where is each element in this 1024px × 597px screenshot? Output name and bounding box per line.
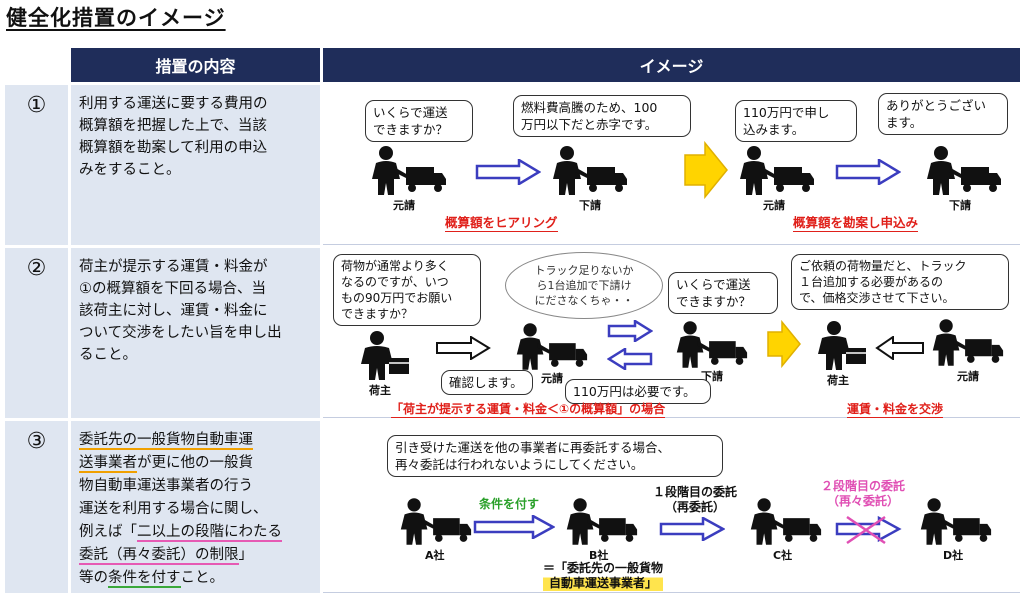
shipper-figure-icon (810, 320, 874, 370)
speech-bubble: ありがとうござい ます。 (878, 93, 1008, 135)
thought-bubble: トラック足りないか ら1台追加で下請け にださなくちゃ・・ (505, 252, 663, 319)
highlight-text: 委託（再々委託）の制限 (79, 547, 239, 565)
speech-bubble: 燃料費高騰のため、100 万円以下だと赤字です。 (513, 95, 691, 137)
text-span: 」 (238, 547, 254, 563)
arrow-right-yellow-icon (684, 141, 728, 199)
text-line: 概算額を把握した上で、当該 (79, 118, 267, 134)
arrow-left-icon (607, 348, 653, 370)
caption-black: １段階目の委託 （再委託） (653, 485, 738, 514)
trucker-figure-icon (917, 497, 993, 545)
arrow-right-icon (607, 320, 653, 342)
text-span: 等の (79, 570, 108, 586)
shipper-figure-icon (353, 330, 417, 380)
arrow-right-icon (835, 159, 901, 185)
highlight-text: 二以上の段階にわたる (137, 524, 282, 542)
row-number: ③ (5, 421, 68, 593)
row-image: 引き受けた運送を他の事業者に再委託する場合、 再々委託は行われないようにしてくだ… (323, 421, 1020, 593)
trucker-figure-icon (747, 497, 823, 545)
trucker-figure-icon (397, 497, 473, 545)
text-line: 該荷主に対し、運賃・料金に (79, 303, 268, 319)
trucker-figure-icon (923, 145, 1003, 195)
actor-label: 下請 (949, 199, 971, 212)
trucker-figure-icon (929, 318, 1005, 366)
note-text: ＝「委託先の一般貨物 自動車運送事業者」 (543, 561, 664, 591)
row-text: 利用する運送に要する費用の 概算額を把握した上で、当該 概算額を勘案して利用の申… (71, 85, 320, 245)
caption-green: 条件を付す (479, 497, 540, 511)
text-span: が更に他の一般貨 (137, 455, 253, 471)
highlight-text: 条件を付す (108, 570, 181, 588)
crossed-arrow-icon (835, 515, 902, 545)
speech-bubble: ご依頼の荷物量だと、トラック １台追加する必要があるの で、価格交渉させて下さい… (791, 254, 1009, 310)
caption-red: 概算額を勘案し申込み (793, 215, 919, 232)
text-line: みをすること。 (79, 162, 181, 178)
text-line: ①の概算額を下回る場合、当 (79, 281, 266, 297)
caption-red: 概算額をヒアリング (445, 215, 558, 232)
actor-label: D社 (943, 549, 964, 562)
trucker-figure-icon (563, 497, 639, 545)
trucker-figure-icon (549, 145, 629, 195)
trucker-figure-icon (673, 320, 749, 368)
highlight-text: 委託先の一般貨物自動車運 (79, 432, 253, 450)
actor-label: 元請 (393, 199, 415, 212)
arrow-left-outline-icon (875, 336, 924, 360)
trucker-figure-icon (736, 145, 816, 195)
actor-label: C社 (773, 549, 793, 562)
caption-red: 運賃・料金を交渉 (847, 402, 944, 418)
actor-label: B社 (589, 549, 609, 562)
speech-bubble: 110万円は必要です。 (565, 379, 711, 404)
actor-label: 荷主 (369, 384, 391, 397)
row-text: 委託先の一般貨物自動車運 送事業者が更に他の一般貨 物自動車運送事業者の行う 運… (71, 421, 320, 593)
text-line: 荷主が提示する運賃・料金が (79, 259, 268, 275)
actor-label: 下請 (579, 199, 601, 212)
arrow-right-outline-icon (436, 336, 491, 360)
highlight-text: 送事業者 (79, 455, 137, 473)
actor-label: 元請 (541, 372, 563, 385)
trucker-figure-icon (368, 145, 448, 195)
text-line: 概算額を勘案して利用の申込 (79, 140, 268, 156)
actor-label: 元請 (763, 199, 785, 212)
actor-label: 荷主 (827, 374, 849, 387)
speech-bubble: いくらで運送 できますか？ (365, 100, 473, 142)
trucker-figure-icon (513, 322, 589, 370)
row-number: ② (5, 248, 68, 418)
actor-label: A社 (425, 549, 445, 562)
page-title: 健全化措置のイメージ (6, 6, 226, 30)
row-number: ① (5, 85, 68, 245)
row-text: 荷主が提示する運賃・料金が ①の概算額を下回る場合、当 該荷主に対し、運賃・料金… (71, 248, 320, 418)
text-line: 利用する運送に要する費用の (79, 96, 268, 112)
header-content: 措置の内容 (71, 48, 320, 82)
arrow-right-yellow-icon (767, 320, 801, 368)
caption-red: 「荷主が提示する運賃・料金＜①の概算額」の場合 (391, 402, 666, 418)
arrow-right-icon (659, 517, 725, 541)
speech-bubble: いくらで運送 できますか？ (668, 272, 778, 314)
header-image: イメージ (323, 48, 1020, 82)
text-line: ること。 (79, 347, 137, 363)
text-span: こと。 (180, 570, 225, 586)
row-image: 荷物が通常より多く なるのですが、いつ もの90万円でお願い できますか？ トラ… (323, 248, 1020, 418)
speech-bubble: 110万円で申し 込みます。 (735, 100, 857, 142)
speech-bubble: 荷物が通常より多く なるのですが、いつ もの90万円でお願い できますか？ (333, 254, 481, 326)
text-span: 例えば「 (79, 524, 137, 540)
row-image: いくらで運送 できますか？ 燃料費高騰のため、100 万円以下だと赤字です。 1… (323, 85, 1020, 245)
actor-label: 元請 (957, 370, 979, 383)
caption-pink: ２段階目の委託 （再々委託） (821, 479, 906, 508)
arrow-right-icon (473, 515, 555, 539)
arrow-right-icon (475, 159, 541, 185)
text-span: 物自動車運送事業者の行う (79, 478, 253, 494)
text-line: ついて交渉をしたい旨を申し出 (79, 325, 282, 341)
text-span: 運送を利用する場合に関し、 (79, 501, 268, 517)
speech-bubble: 引き受けた運送を他の事業者に再委託する場合、 再々委託は行われないようにしてくだ… (387, 435, 723, 477)
speech-bubble: 確認します。 (441, 370, 533, 395)
